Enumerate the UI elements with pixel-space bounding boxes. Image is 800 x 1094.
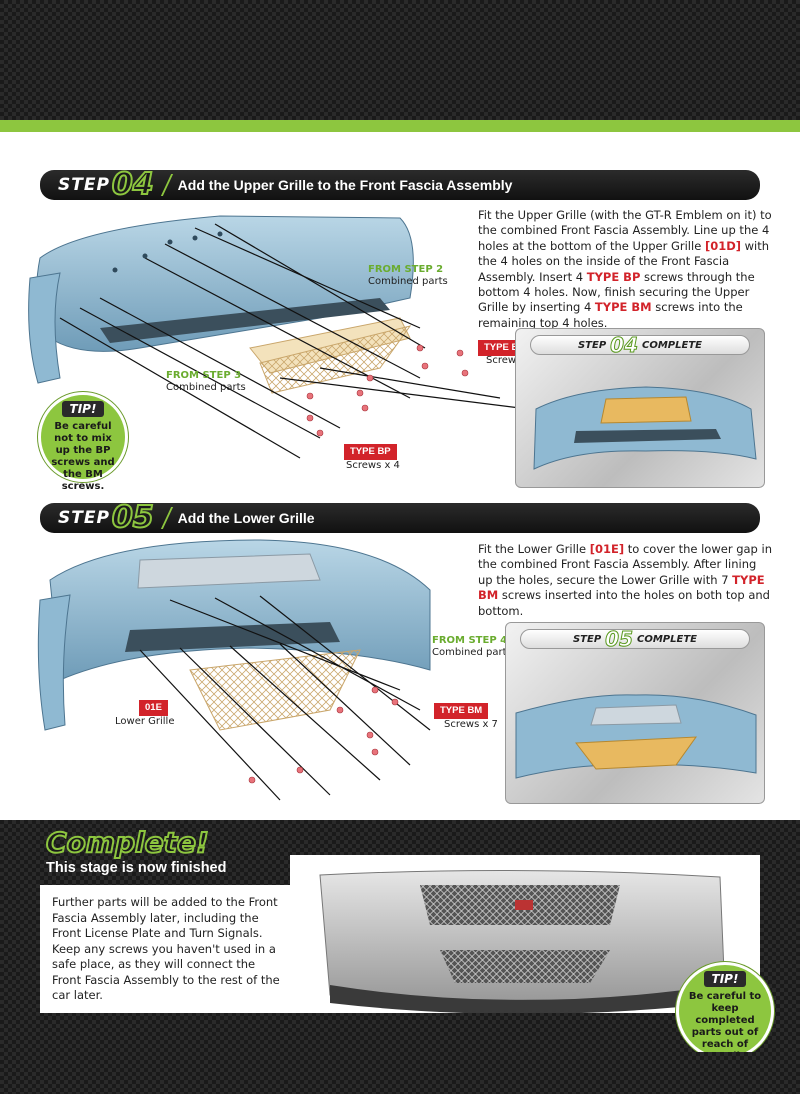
step04-title: Add the Upper Grille to the Front Fascia… [177,177,513,193]
from-step3-label: FROM STEP 3 [166,370,242,381]
step04-separator [160,174,173,196]
step04-instr-text-3: screws through the bottom 4 holes. Now, … [478,269,755,315]
lower-grille-part [189,649,361,731]
step05-instructions: Fit the Lower Grille [01E] to cover the … [478,542,774,619]
type-bp-tag: TYPE BP [344,444,397,460]
step05-complete-num: 05 [605,627,634,652]
step05-diagram [37,539,431,801]
step04-instructions: Fit the Upper Grille (with the GT-R Embl… [478,208,774,331]
step05-word: STEP [58,508,110,528]
step04-part-ref: [01D] [704,238,741,253]
step04-diagram [28,215,520,459]
complete-tip-badge: TIP! [703,971,747,987]
fixing-holes [112,231,223,273]
step04-type-bp-ref: TYPE BP [586,269,641,284]
step05-instr-text-1: Fit the Lower Grille [478,542,590,556]
step04-word: STEP [58,175,110,195]
from-step3-sub: Combined parts [166,382,246,393]
step04-tip-badge: TIP! [61,401,105,417]
complete-tip-circle: TIP! Be careful to keep completed parts … [676,962,774,1074]
step04-complete-photo [533,386,757,470]
step05-complete-pill: STEP 05 COMPLETE [520,627,750,652]
type-bm-tag-step05: TYPE BM [434,703,489,719]
step05-banner: STEP 05 Add the Lower Grille [40,500,760,535]
from-step2-sub: Combined parts [368,276,448,287]
bumper-left-flank [28,272,61,384]
from-step4-label: FROM STEP 4 [432,635,508,646]
footer-carbon-band [0,1052,800,1094]
finished-photo-panel [290,855,760,1014]
step04-tip-text: Be careful not to mix up the BP screws a… [51,421,115,492]
finished-fascia-photo [319,869,726,1014]
type-bp-count: Screws x 4 [346,460,400,471]
from-step4-sub: Combined parts [432,647,512,658]
complete-subtitle: This stage is now finished [46,860,227,876]
step05-instr-text-2: to cover the lower gap in the combined F… [478,542,772,587]
step05-title: Add the Lower Grille [177,510,315,526]
header-green-stripe [0,120,800,132]
step04-complete-num: 04 [610,333,639,358]
step04-instr-text-1: Fit the Upper Grille (with the GT-R Embl… [478,208,772,253]
finish-text: Further parts will be added to the Front… [52,895,280,1002]
part-01e-tag: 01E [139,700,168,716]
complete-title: Complete! [45,825,210,860]
step05-instr-text-3: screws inserted into the holes on both t… [478,588,770,618]
step05-number: 05 [111,500,155,535]
step04-complete-post: COMPLETE [642,339,702,351]
step04-instr-text-2: with the 4 holes on the inside of the Fr… [478,238,770,284]
step04-tip-circle: TIP! Be careful not to mix up the BP scr… [38,392,128,492]
step04-complete-card: STEP 04 COMPLETE [515,328,765,488]
guide-lines [139,595,431,801]
type-bm-count-step05: Screws x 7 [444,719,498,730]
step05-part-ref: [01E] [589,542,625,556]
step05-complete-pre: STEP [572,633,602,645]
guide-lines [59,223,520,459]
step04-complete-pre: STEP [577,339,607,351]
step04-banner: STEP 04 Add the Upper Grille to the Fron… [40,167,760,202]
bumper-lower-lip [100,298,390,343]
part-01e-name: Lower Grille [115,716,175,727]
header-carbon-band [0,0,800,120]
step04-complete-pill: STEP 04 COMPLETE [530,333,750,358]
from-step2-label: FROM STEP 2 [368,264,444,275]
lower-grille-part [259,325,412,394]
step05-complete-card: STEP 05 COMPLETE [505,622,765,804]
gtr-emblem [515,900,533,910]
step05-complete-post: COMPLETE [637,633,697,645]
screw-markers [306,344,469,437]
screw-markers [248,686,399,784]
step05-type-bm-ref: TYPE BM [478,572,765,603]
step04-type-bm-ref: TYPE BM [594,300,652,315]
step04-instr-text-4: screws into the remaining top 4 holes. [478,300,743,330]
step05-separator [160,507,173,529]
step05-complete-photo [515,694,757,779]
lower-gap [125,622,340,652]
type-bm-count-step04: Screws x 4 [486,355,540,366]
finish-text-panel [40,885,290,1013]
upper-grille-installed [137,553,321,589]
step04-number: 04 [111,167,155,202]
bumper-left-side [37,594,71,731]
